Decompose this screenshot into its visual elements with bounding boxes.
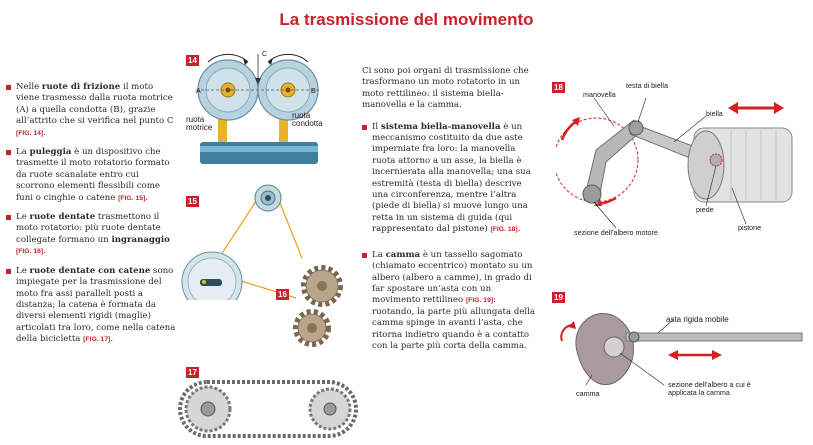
paragraph-friction-wheels: Nelle ruote di frizione il moto viene tr… bbox=[6, 82, 176, 139]
bullet-square bbox=[362, 124, 367, 130]
gears-illustration bbox=[293, 265, 343, 347]
left-column: Nelle ruote di frizione il moto viene tr… bbox=[6, 82, 176, 354]
fig-14-label-b: B bbox=[311, 86, 316, 95]
fig-18-badge: 18 bbox=[552, 82, 565, 93]
fig-ref-18: [FIG. 18] bbox=[490, 226, 518, 234]
fig-19-label-shaft-section: sezione dell’albero a cui è applicata la… bbox=[668, 380, 751, 397]
fig-ref-14: [FIG. 14] bbox=[16, 129, 44, 137]
fig-ref-17: [FIG. 17] bbox=[83, 336, 111, 344]
fig-14-badge: 14 bbox=[186, 55, 199, 66]
fig-16-badge: 16 bbox=[276, 289, 289, 300]
pulley-illustration bbox=[181, 184, 303, 300]
bullet-square bbox=[6, 268, 11, 274]
intro-paragraph: Ci sono poi organi di trasmissione che t… bbox=[362, 66, 529, 111]
page-title: La trasmissione del movimento bbox=[279, 10, 534, 29]
fig-14-label-a: A bbox=[196, 86, 201, 95]
fig-14-label-drive-wheel: ruota motrice bbox=[186, 115, 213, 132]
paragraph-cam: La camma è un tassello sagomato (chiamat… bbox=[362, 250, 538, 353]
bullet-square bbox=[6, 215, 11, 221]
fig-ref-16: [FIG. 16] bbox=[16, 248, 44, 256]
fig-19-label-cam: camma bbox=[576, 389, 600, 398]
bullet-square bbox=[6, 85, 11, 90]
fig-18-label-crank: manovella bbox=[583, 90, 616, 99]
paragraph-gears: Le ruote dentate trasmettono il moto rot… bbox=[6, 212, 176, 258]
fig-ref-15: [FIG. 15] bbox=[118, 194, 146, 202]
fig-18-label-piston: pistone bbox=[738, 223, 762, 232]
paragraph-chains: Le ruote dentate con catene sono impiega… bbox=[6, 266, 176, 346]
paragraph-crank: Il sistema biella-manovella è un meccani… bbox=[362, 122, 538, 236]
fig-15-badge: 15 bbox=[186, 196, 199, 207]
fig-14-label-driven-wheel: ruota condotta bbox=[292, 111, 323, 128]
fig-18-label-connecting-rod: biella bbox=[706, 109, 723, 118]
fig-ref-19: [FIG. 19] bbox=[465, 297, 494, 305]
crank-illustration bbox=[556, 97, 793, 229]
fig-18-label-foot: piede bbox=[696, 205, 714, 214]
middle-right-column: Ci sono poi organi di trasmissione che t… bbox=[362, 66, 538, 360]
fig-18-label-shaft-section: sezione dell’albero motore bbox=[574, 228, 658, 237]
paragraph-pulley: La puleggia è un dispositivo che trasmet… bbox=[6, 147, 176, 204]
fig-17-badge: 17 bbox=[186, 367, 199, 378]
fig-14-label-c: C bbox=[262, 49, 268, 58]
bullet-square bbox=[6, 150, 11, 156]
friction-wheels-illustration bbox=[196, 53, 320, 164]
chain-illustration bbox=[178, 380, 358, 438]
fig-19-label-rod: asta rigida mobile bbox=[666, 315, 729, 324]
fig-18-label-connecting-rod-head: testa di biella bbox=[626, 81, 668, 90]
fig-19-badge: 19 bbox=[552, 292, 565, 303]
cam-illustration bbox=[560, 312, 803, 386]
bullet-square bbox=[362, 252, 367, 258]
